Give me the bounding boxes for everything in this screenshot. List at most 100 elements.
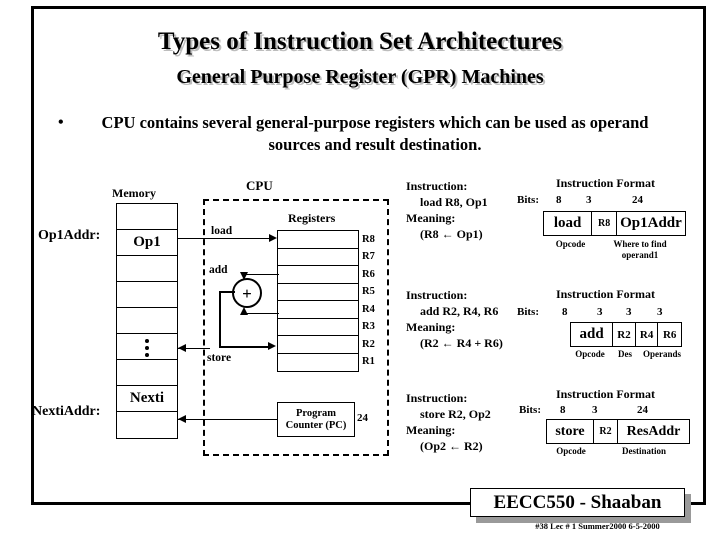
meaning-label: Meaning: <box>406 320 456 334</box>
register-label-r7: R7 <box>362 251 375 262</box>
adder-operand-r6-wire <box>245 274 279 275</box>
memory-cell <box>117 412 177 438</box>
register-cell-r1 <box>278 354 358 372</box>
format-field-address: ResAddr <box>626 423 681 439</box>
format-field-src2: R6 <box>662 328 677 341</box>
slide-border <box>31 6 706 505</box>
bits-value-add-3: 3 <box>657 306 663 318</box>
format-field-opcode: store <box>547 420 594 443</box>
register-label-r4: R4 <box>362 304 375 315</box>
register-cell-r3 <box>278 319 358 336</box>
load-arrow-icon <box>269 234 277 242</box>
format-field-opcode: add <box>571 323 614 346</box>
register-cell-r4 <box>278 301 358 319</box>
meaning-text: (R8 ← Op1) <box>420 227 483 241</box>
format-field-src1: R4 <box>636 323 659 346</box>
register-label-r5: R5 <box>362 286 375 297</box>
bits-value-add-1: 3 <box>597 306 603 318</box>
page-subtitle: General Purpose Register (GPR) Machines <box>176 66 544 88</box>
format-sublabel-destination-store: Destination <box>621 446 666 456</box>
bits-value-add-0: 8 <box>562 306 568 318</box>
instruction-block-store: Instruction: store R2, Op2 Meaning: (Op2… <box>406 390 491 454</box>
register-file <box>277 230 359 372</box>
register-label-r3: R3 <box>362 321 375 332</box>
bullet-marker-icon: • <box>58 114 64 131</box>
memory-cell <box>117 256 177 282</box>
format-sublabel-opcode-add: Opcode <box>575 349 605 359</box>
meaning-label: Meaning: <box>406 211 456 225</box>
instruction-text: add R2, R4, R6 <box>420 304 499 318</box>
format-title-store: Instruction Format <box>556 387 655 401</box>
format-field-address: Op1Addr <box>620 215 682 231</box>
program-counter-box: Program Counter (PC) <box>277 402 355 437</box>
format-box-add: add R2 R4 R6 <box>570 322 682 347</box>
register-cell-r6 <box>278 266 358 284</box>
add-path-label: add <box>209 264 228 276</box>
register-cell-r8 <box>278 231 358 249</box>
pc-fetch-wire <box>178 419 278 420</box>
bits-label-add: Bits: <box>517 306 539 318</box>
adder-operand-r4-wire <box>245 313 279 314</box>
instruction-label: Instruction: <box>406 179 468 193</box>
adder-result-wire-down <box>219 291 221 346</box>
format-box-store: store R2 ResAddr <box>546 419 690 444</box>
memory-cell <box>117 282 177 308</box>
bits-value-store-2: 24 <box>637 404 648 416</box>
format-sublabel-dest-add: Des <box>618 349 632 359</box>
register-label-r1: R1 <box>362 356 375 367</box>
load-wire <box>178 238 271 239</box>
bits-value-load-1: 3 <box>586 194 592 206</box>
bits-value-store-0: 8 <box>560 404 566 416</box>
register-label-r8: R8 <box>362 234 375 245</box>
pc-label-line2: Counter (PC) <box>285 419 347 431</box>
register-cell-r5 <box>278 284 358 301</box>
vertical-ellipsis-icon <box>145 334 149 360</box>
format-field-opcode: load <box>544 212 593 235</box>
bits-label-load: Bits: <box>517 194 539 206</box>
cpu-heading: CPU <box>246 178 273 193</box>
meaning-text: (R2 ← R4 + R6) <box>420 336 503 350</box>
adder-operand-r4-arrow-icon <box>240 307 248 315</box>
memory-cell-nexti: Nexti <box>117 386 177 412</box>
bits-value-load-0: 8 <box>556 194 562 206</box>
adder-result-wire-right <box>219 346 271 348</box>
register-cell-r2 <box>278 336 358 354</box>
nexti-address-label: NextiAddr: <box>32 404 101 419</box>
adder-result-wire-left <box>219 291 235 293</box>
format-box-load: load R8 Op1Addr <box>543 211 686 236</box>
adder-operand-r6-arrow-icon <box>240 272 248 280</box>
register-cell-r7 <box>278 249 358 266</box>
format-field-register: R8 <box>592 212 617 235</box>
page-title: Types of Instruction Set Architectures <box>157 28 563 55</box>
instruction-label: Instruction: <box>406 288 468 302</box>
bits-value-store-1: 3 <box>592 404 598 416</box>
store-arrow-icon <box>178 343 186 352</box>
bits-value-add-2: 3 <box>626 306 632 318</box>
pc-label-line1: Program <box>295 407 337 419</box>
cpu-boundary <box>203 199 389 456</box>
pc-fetch-arrow-icon <box>178 414 186 423</box>
load-path-label: load <box>211 225 233 237</box>
memory-heading: Memory <box>112 186 156 200</box>
op1-address-label: Op1Addr: <box>38 228 101 243</box>
instruction-label: Instruction: <box>406 391 468 405</box>
instruction-text: load R8, Op1 <box>420 195 488 209</box>
bits-label-store: Bits: <box>519 404 541 416</box>
register-label-r6: R6 <box>362 269 375 280</box>
format-sublabel-operand-load: Where to find operand1 <box>613 239 667 260</box>
format-title-load: Instruction Format <box>556 176 655 190</box>
format-title-add: Instruction Format <box>556 287 655 301</box>
format-field-dest: R2 <box>613 323 636 346</box>
store-wire <box>178 348 210 349</box>
format-sublabel-opcode-store: Opcode <box>556 446 586 456</box>
adder-result-arrow-icon <box>268 341 276 350</box>
memory-cell-ellipsis <box>117 334 177 360</box>
footer-course: EECC550 - Shaaban <box>470 488 685 517</box>
registers-heading: Registers <box>288 211 336 225</box>
footer-meta: #38 Lec # 1 Summer2000 6-5-2000 <box>535 521 660 531</box>
memory-cell <box>117 204 177 230</box>
memory-column: Op1 Nexti <box>116 203 178 439</box>
memory-cell <box>117 360 177 386</box>
format-sublabel-opcode-load: Opcode <box>555 239 586 249</box>
